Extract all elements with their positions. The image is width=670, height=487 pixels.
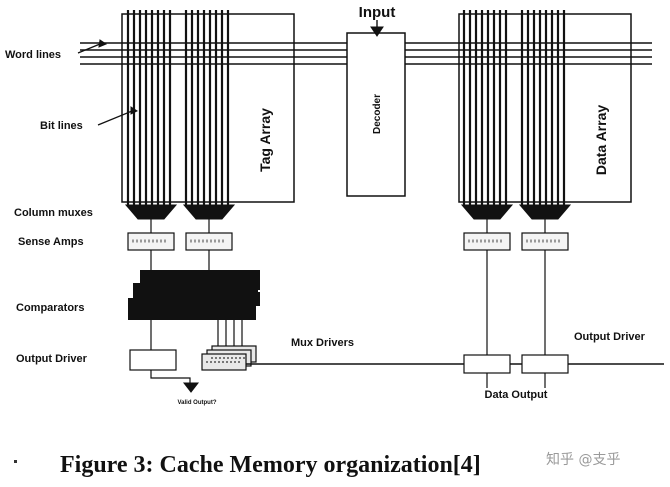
diagram-shapes bbox=[77, 10, 664, 393]
data-array-label: Data Array bbox=[593, 105, 609, 176]
valid-output-arrow bbox=[182, 382, 200, 393]
output-driver-right-1 bbox=[463, 354, 511, 374]
bit-lines-group-4 bbox=[520, 10, 566, 205]
word-lines bbox=[80, 42, 652, 65]
word-lines-pointer-head bbox=[98, 39, 108, 48]
column-mux-2 bbox=[182, 204, 236, 220]
column-mux-4 bbox=[518, 204, 572, 220]
mux-drivers-label: Mux Drivers bbox=[291, 337, 354, 349]
column-muxes bbox=[124, 204, 572, 220]
decoder-label: Decoder bbox=[372, 94, 383, 134]
output-driver-right-label: Output Driver bbox=[574, 331, 646, 343]
sense-amp-3 bbox=[463, 232, 511, 251]
sense-amp-2 bbox=[185, 232, 233, 251]
caption-bullet bbox=[14, 460, 17, 463]
column-mux-3 bbox=[460, 204, 514, 220]
output-driver-right-2 bbox=[521, 354, 569, 374]
bit-lines-group-3 bbox=[462, 10, 508, 205]
input-arrow bbox=[370, 26, 384, 37]
sense-amp-1 bbox=[127, 232, 175, 251]
word-lines-label: Word lines bbox=[5, 49, 61, 61]
sense-amp-4 bbox=[521, 232, 569, 251]
comparators-block bbox=[128, 270, 260, 320]
bit-lines bbox=[126, 10, 566, 205]
bit-lines-pointer-head bbox=[130, 106, 138, 115]
sense-amps-label: Sense Amps bbox=[18, 236, 84, 248]
bit-lines-pointer bbox=[97, 110, 133, 126]
tag-array-block bbox=[121, 13, 295, 203]
input-label: Input bbox=[359, 4, 396, 21]
bit-lines-label: Bit lines bbox=[40, 120, 83, 132]
data-output-label: Data Output bbox=[485, 389, 548, 401]
comparators-label: Comparators bbox=[16, 302, 84, 314]
bit-lines-group-2 bbox=[184, 10, 230, 205]
bit-lines-group-1 bbox=[126, 10, 172, 205]
mux-drivers-boxes bbox=[201, 345, 257, 371]
output-driver-left-label: Output Driver bbox=[16, 353, 88, 365]
valid-output-label: Valid Output? bbox=[178, 400, 217, 406]
sense-amps bbox=[127, 232, 569, 251]
signal-wires bbox=[150, 219, 546, 355]
column-mux-1 bbox=[124, 204, 178, 220]
tag-array-label: Tag Array bbox=[257, 108, 273, 172]
valid-output-wire bbox=[150, 370, 191, 386]
figure-caption: Figure 3: Cache Memory organization[4] bbox=[60, 452, 481, 478]
word-lines-pointer bbox=[77, 43, 101, 54]
diagram-labels: Word lines Bit lines Column muxes Sense … bbox=[5, 4, 646, 406]
output-driver-left-box bbox=[129, 349, 177, 371]
watermark: 知乎 @支乎 bbox=[546, 452, 621, 468]
column-muxes-label: Column muxes bbox=[14, 207, 93, 219]
